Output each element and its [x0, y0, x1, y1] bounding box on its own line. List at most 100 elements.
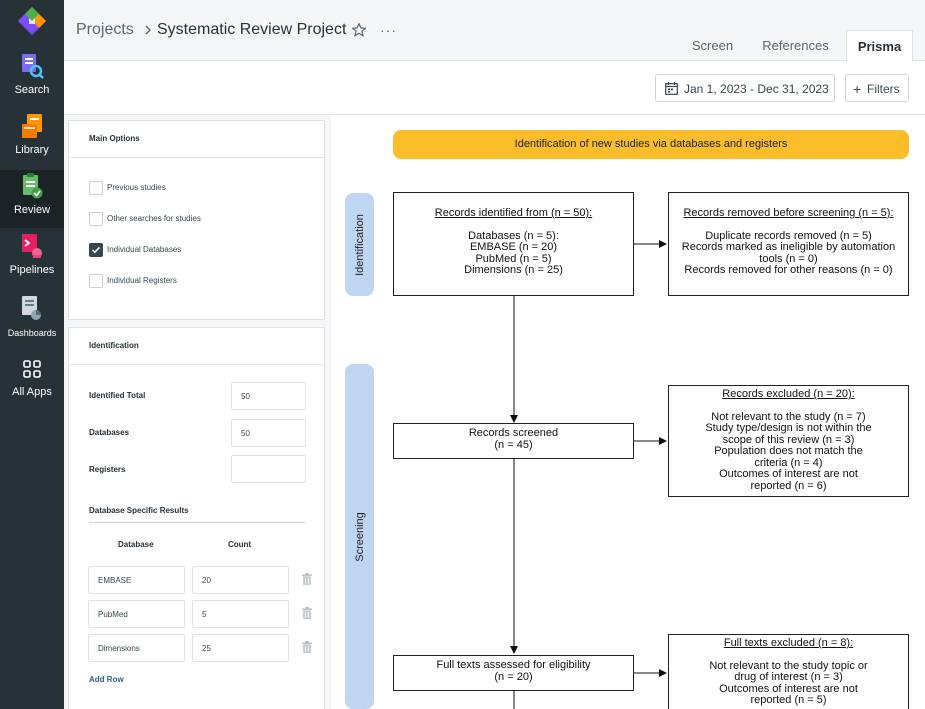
phase-label: Identification — [353, 213, 366, 276]
box-records-screened: Records screened (n = 45) — [393, 423, 634, 459]
box-line: PubMed (n = 5) — [475, 252, 552, 265]
card-divider — [69, 157, 324, 158]
checkbox[interactable] — [89, 274, 103, 288]
date-range-picker[interactable]: Jan 1, 2023 - Dec 31, 2023 — [655, 74, 835, 102]
nav-all-apps[interactable]: All Apps — [0, 352, 64, 410]
trash-icon[interactable] — [302, 641, 312, 653]
tab-references[interactable]: References — [762, 38, 829, 53]
database-specific-title: Database Specific Results — [89, 506, 189, 515]
box-records-removed: Records removed before screening (n = 5)… — [668, 192, 909, 296]
breadcrumb-projects[interactable]: Projects — [76, 21, 134, 38]
nav-pipelines[interactable]: Pipelines — [0, 230, 64, 288]
box-line: Duplicate records removed (n = 5) — [705, 229, 872, 242]
trash-icon[interactable] — [302, 607, 312, 619]
box-title: Records identified from (n = 50): — [434, 207, 593, 219]
box-line: Records removed for other reasons (n = 0… — [684, 264, 893, 276]
library-icon — [22, 114, 42, 138]
box-line: (n = 20) — [494, 670, 533, 683]
box-line: Population does not match the — [714, 445, 863, 457]
box-line: Records screened — [468, 427, 559, 439]
box-line: Databases (n = 5): — [468, 229, 559, 242]
box-line: (n = 45) — [494, 438, 533, 451]
identified-total-label: Identified Total — [89, 391, 146, 400]
nav-pipelines-label: Pipelines — [9, 264, 55, 276]
database-count-input[interactable]: 25 — [192, 634, 289, 662]
box-line: Outcomes of interest are not — [719, 468, 858, 480]
star-icon[interactable] — [351, 22, 367, 38]
registers-label: Registers — [89, 465, 126, 474]
box-line: tools (n = 0) — [759, 252, 818, 265]
nav-search[interactable]: Search — [0, 50, 64, 108]
databases-label: Databases — [89, 428, 130, 437]
nav-all-apps-label: All Apps — [12, 386, 52, 398]
checkmark-icon — [92, 246, 100, 254]
toolbar-divider — [64, 114, 925, 115]
checkbox[interactable] — [89, 212, 103, 226]
database-count-input[interactable]: 20 — [192, 566, 289, 594]
tab-prisma[interactable]: Prisma — [846, 30, 913, 62]
box-line: EMBASE (n = 20) — [469, 241, 558, 253]
card-divider — [69, 364, 324, 365]
identification-title: Identification — [89, 341, 139, 350]
box-line: reported (n = 6) — [750, 479, 827, 492]
box-title: Records removed before screening (n = 5)… — [683, 207, 894, 219]
tab-screen[interactable]: Screen — [691, 38, 734, 53]
add-row-link[interactable]: Add Row — [89, 675, 124, 684]
box-line: Study type/design is not within the — [705, 422, 872, 434]
header: Projects Systematic Review Project ··· S… — [64, 0, 925, 62]
database-name-input[interactable]: EMBASE — [88, 566, 185, 594]
trash-icon[interactable] — [302, 573, 312, 585]
box-full-texts-excluded: Full texts excluded (n = 8): Not relevan… — [668, 634, 909, 709]
phase-identification: Identification — [345, 193, 374, 296]
option-label: Other searches for studies — [107, 214, 201, 223]
checkbox-checked[interactable] — [89, 243, 103, 257]
column-header-database: Database — [118, 540, 154, 549]
registers-input[interactable] — [231, 455, 306, 483]
apps-grid-icon — [23, 360, 41, 378]
more-options-icon[interactable]: ··· — [380, 22, 397, 38]
main-options-title: Main Options — [89, 134, 140, 143]
nav-library[interactable]: Library — [0, 110, 64, 168]
option-label: Previous studies — [107, 183, 166, 192]
box-line: reported (n = 5) — [750, 694, 827, 706]
pipelines-icon — [22, 234, 42, 258]
nav-dashboards[interactable]: Dashboards — [0, 292, 64, 350]
checkbox[interactable] — [89, 181, 103, 195]
box-line: scope of this review (n = 3) — [722, 433, 855, 446]
page-title: Systematic Review Project — [157, 21, 347, 38]
date-range-text: Jan 1, 2023 - Dec 31, 2023 — [684, 82, 829, 96]
section-divider — [89, 522, 305, 523]
phase-screening: Screening — [345, 364, 374, 709]
database-name-input[interactable]: PubMed — [88, 600, 185, 628]
option-label: Individual Registers — [107, 276, 177, 285]
box-line: Outcomes of interest are not — [719, 682, 858, 695]
box-line: Not relevant to the study topic or — [709, 659, 868, 672]
database-count-input[interactable]: 5 — [192, 600, 289, 628]
box-line: Full texts assessed for eligibility — [436, 659, 591, 671]
box-title: Full texts excluded (n = 8): — [723, 637, 854, 649]
filters-label: Filters — [867, 82, 900, 96]
option-label: Individual Databases — [107, 245, 182, 254]
dashboards-icon — [22, 296, 41, 320]
nav-library-label: Library — [15, 144, 49, 156]
chevron-right-icon — [145, 25, 151, 35]
box-line: Dimensions (n = 25) — [464, 264, 563, 276]
filters-button[interactable]: + Filters — [845, 74, 909, 102]
databases-input[interactable]: 50 — [231, 419, 306, 447]
box-full-texts-assessed: Full texts assessed for eligibility (n =… — [393, 655, 634, 691]
column-header-count: Count — [228, 540, 252, 549]
left-navigation: Search Library Review Pipelines — [0, 0, 64, 709]
plus-icon: + — [853, 81, 862, 97]
review-icon — [23, 173, 43, 199]
identification-card: Identification Identified Total 50 Datab… — [68, 327, 325, 709]
prisma-banner: Identification of new studies via databa… — [393, 130, 909, 159]
box-title: Records excluded (n = 20): — [722, 388, 855, 400]
box-line: Records marked as ineligible by automati… — [681, 241, 896, 253]
nav-review[interactable]: Review — [0, 170, 64, 228]
database-name-input[interactable]: Dimensions — [88, 634, 185, 662]
phase-label: Screening — [353, 511, 366, 562]
app-logo-icon[interactable] — [17, 6, 47, 36]
identified-total-input[interactable]: 50 — [231, 382, 306, 410]
box-records-excluded: Records excluded (n = 20): Not relevant … — [668, 385, 909, 497]
nav-dashboards-label: Dashboards — [7, 328, 57, 338]
